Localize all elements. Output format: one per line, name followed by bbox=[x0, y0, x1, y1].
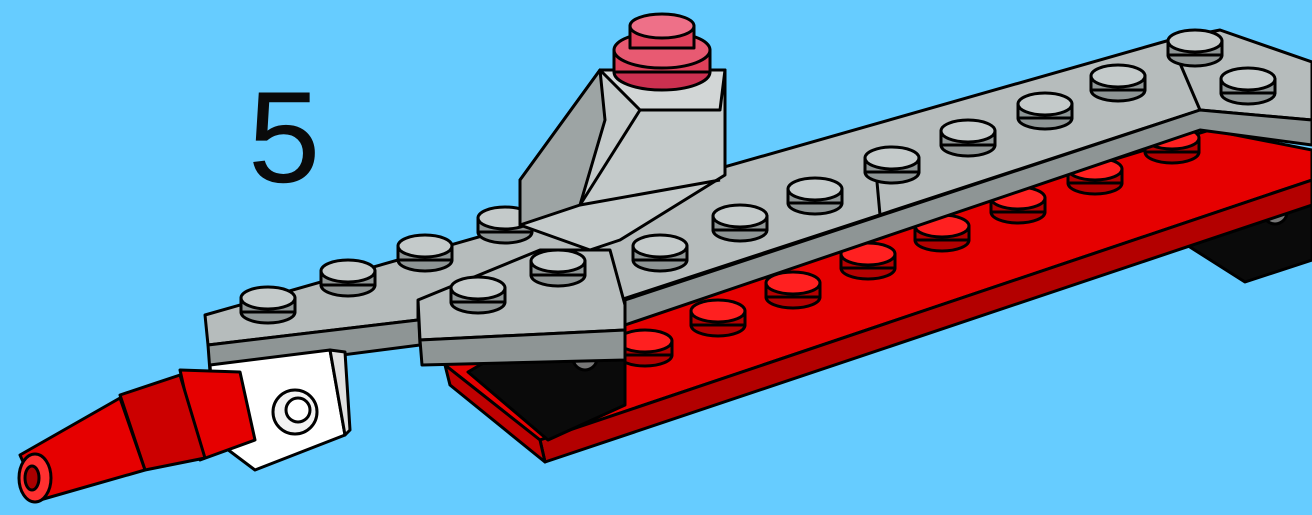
gray-stud bbox=[451, 277, 505, 313]
gray-stud bbox=[398, 235, 452, 271]
pink-round-plate bbox=[614, 14, 710, 90]
gray-stud bbox=[633, 235, 687, 271]
gray-stud bbox=[531, 250, 585, 286]
gray-stud bbox=[241, 287, 295, 323]
red-cone bbox=[19, 370, 255, 502]
gray-stud bbox=[321, 260, 375, 296]
gray-stud bbox=[941, 120, 995, 156]
gray-stud bbox=[713, 205, 767, 241]
gray-stud bbox=[865, 147, 919, 183]
gray-stud bbox=[1091, 65, 1145, 101]
gray-stud bbox=[1221, 68, 1275, 104]
red-stud bbox=[691, 300, 745, 336]
red-stud bbox=[766, 272, 820, 308]
gray-stud bbox=[1018, 93, 1072, 129]
gray-stud bbox=[788, 178, 842, 214]
gray-stud bbox=[1168, 30, 1222, 66]
